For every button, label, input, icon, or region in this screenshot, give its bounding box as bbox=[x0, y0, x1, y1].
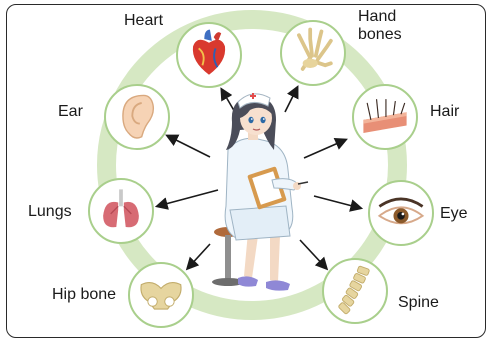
spine-circle bbox=[322, 258, 388, 324]
hip-bone-icon bbox=[130, 264, 192, 326]
hip-bone-label: Hip bone bbox=[52, 286, 116, 304]
hair-circle bbox=[352, 84, 418, 150]
hand-bones-label-line-1: Hand bbox=[358, 8, 402, 26]
eye-label: Eye bbox=[440, 205, 468, 223]
eye-circle bbox=[368, 180, 434, 246]
spine-icon bbox=[324, 260, 386, 322]
hair-icon bbox=[354, 86, 416, 148]
spine-label: Spine bbox=[398, 294, 439, 312]
lungs-circle bbox=[88, 178, 154, 244]
lungs-label: Lungs bbox=[28, 203, 72, 221]
heart-circle bbox=[176, 22, 242, 88]
ear-circle bbox=[104, 84, 170, 150]
lungs-icon bbox=[90, 180, 152, 242]
hand-bones-label: Hand bones bbox=[358, 8, 402, 44]
hand-bones-circle bbox=[280, 20, 346, 86]
hand-bones-label-line-2: bones bbox=[358, 26, 402, 44]
eye-icon bbox=[370, 182, 432, 244]
hand-bones-icon bbox=[282, 22, 344, 84]
ear-label: Ear bbox=[58, 103, 83, 121]
heart-label: Heart bbox=[124, 12, 163, 30]
hair-label: Hair bbox=[430, 103, 459, 121]
heart-icon bbox=[178, 24, 240, 86]
hip-bone-circle bbox=[128, 262, 194, 328]
ear-icon bbox=[106, 86, 168, 148]
